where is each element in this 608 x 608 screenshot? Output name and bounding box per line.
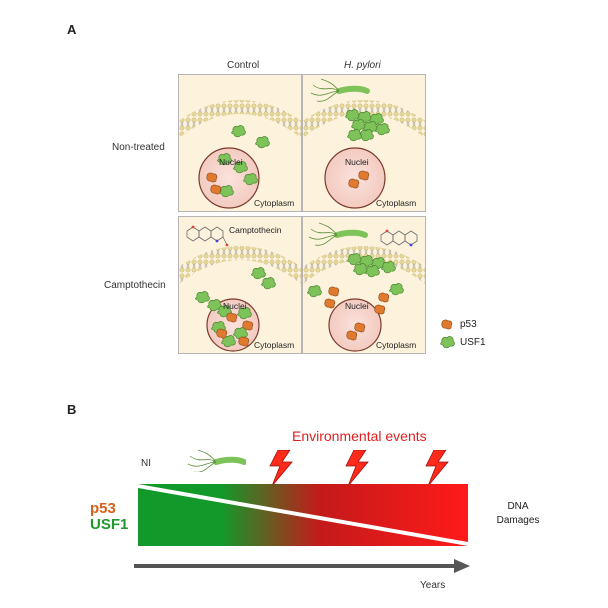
row-label-nontreated: Non-treated [112, 142, 165, 153]
cell-control-nontreated: Nuclei Cytoplasm [178, 74, 302, 212]
usf1-label: USF1 [90, 516, 129, 533]
cytoplasm-label: Cytoplasm [254, 340, 295, 350]
column-label-hpylori: H. pylori [344, 60, 381, 71]
panel-a-letter: A [67, 22, 77, 37]
dna-damages-label: DNA Damages [488, 500, 548, 528]
years-arrow [134, 559, 470, 573]
cell-hpylori-nontreated: Nuclei Cytoplasm [302, 74, 426, 212]
lightning-bolt-icon [425, 450, 449, 486]
hpylori-bacterium-icon [186, 444, 246, 472]
cell-hpylori-camptothecin: Nuclei Cytoplasm [302, 216, 426, 354]
lightning-bolt-icon [345, 450, 369, 486]
nuclei-label: Nuclei [223, 301, 247, 311]
camptothecin-molecule-icon [380, 230, 418, 246]
p53-label: p53 [90, 500, 116, 517]
camptothecin-molecule-icon [186, 226, 228, 246]
p53-protein-icon [441, 319, 453, 330]
camptothecin-drug-label: Camptothecin [229, 225, 282, 235]
cell-control-camptothecin: Camptothecin Nuclei Cytoplasm [178, 216, 302, 354]
usf1-protein-icon [440, 336, 455, 349]
panel-b-letter: B [67, 402, 77, 417]
lightning-bolt-icon [269, 450, 293, 486]
legend-label-p53: p53 [460, 319, 477, 330]
cytoplasm-label: Cytoplasm [376, 340, 417, 350]
legend-label-usf1: USF1 [460, 337, 486, 348]
nuclei-label: Nuclei [345, 157, 369, 167]
ni-label: NI [141, 458, 151, 469]
nuclei-label: Nuclei [219, 157, 243, 167]
cytoplasm-label: Cytoplasm [254, 198, 295, 208]
dna-label: DNA [507, 501, 529, 512]
cytoplasm-label: Cytoplasm [376, 198, 417, 208]
row-label-camptothecin: Camptothecin [104, 280, 166, 291]
damages-label: Damages [496, 515, 540, 526]
column-label-control: Control [227, 60, 260, 71]
years-label: Years [420, 580, 446, 591]
nuclei-label: Nuclei [345, 301, 369, 311]
timeline-gradient-band [138, 484, 468, 546]
environmental-events-title: Environmental events [292, 428, 427, 444]
